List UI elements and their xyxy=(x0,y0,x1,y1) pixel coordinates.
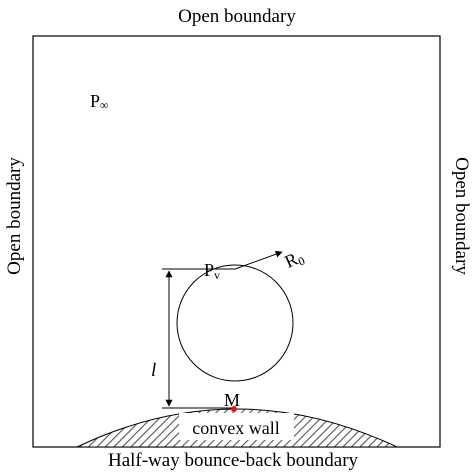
bottom-boundary-label: Half-way bounce-back boundary xyxy=(108,450,359,471)
convex-wall-label: convex wall xyxy=(192,418,279,438)
pv-label: Pv xyxy=(204,260,220,282)
top-boundary-label: Open boundary xyxy=(178,6,296,27)
convex-wall-label-box xyxy=(179,413,294,440)
right-boundary-label: Open boundary xyxy=(451,157,472,275)
left-boundary-label: Open boundary xyxy=(4,157,25,275)
point-m-label: M xyxy=(224,390,240,410)
r0-label: R0 xyxy=(282,246,307,273)
bubble xyxy=(176,264,294,382)
r0-radius-arrow xyxy=(234,250,283,270)
distance-l-label: l xyxy=(151,360,156,381)
p-infinity-label: P∞ xyxy=(90,91,109,112)
point-m xyxy=(231,406,237,412)
